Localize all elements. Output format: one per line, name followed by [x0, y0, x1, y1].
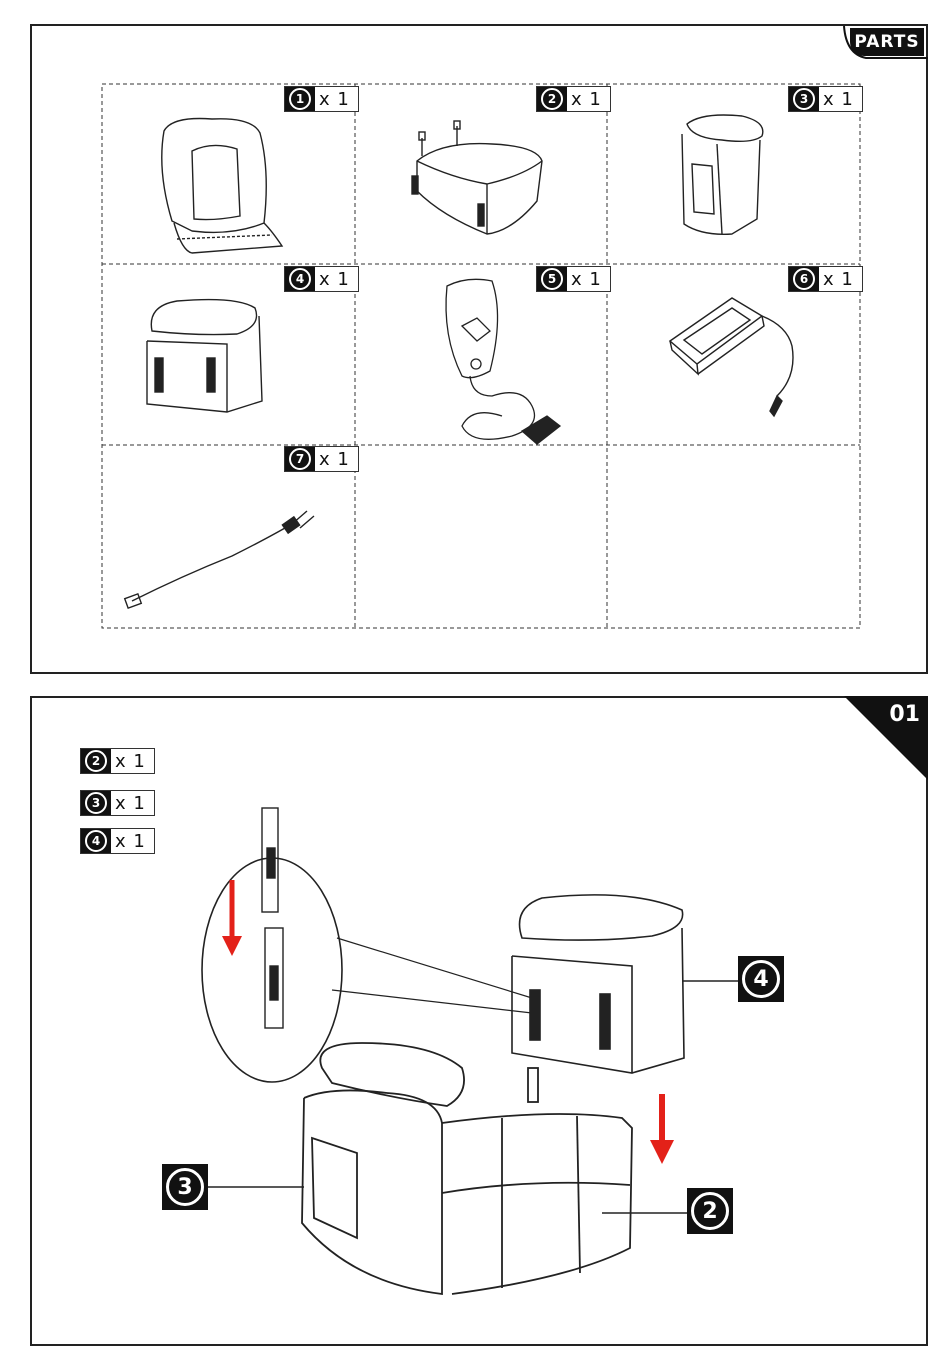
armrest-side-icon [662, 104, 782, 244]
power-cord-icon [122, 496, 322, 616]
part-badge-1: 1 x 1 [284, 86, 359, 112]
seat-back-cushion-icon [152, 111, 312, 261]
hand-controller-icon [432, 276, 582, 456]
callout-4: 4 [738, 956, 784, 1002]
step-panel: 01 2 x 1 3 x 1 4 x 1 [30, 696, 928, 1346]
part-badge-3: 3 x 1 [788, 86, 863, 112]
assembly-illustration [32, 698, 930, 1348]
down-arrow-left [222, 880, 242, 956]
backrest-with-brackets-icon [137, 286, 277, 426]
seat-base-unit-icon [402, 116, 572, 246]
down-arrow-right [650, 1094, 674, 1164]
bracket-detail-ellipse [202, 808, 342, 1082]
parts-panel: PARTS 1 x 1 2 x 1 3 x 1 4 x 1 5 x 1 6 x … [30, 24, 928, 674]
callout-2: 2 [687, 1188, 733, 1234]
backrest-part [512, 895, 684, 1073]
part-badge-4: 4 x 1 [284, 266, 359, 292]
power-adapter-icon [662, 286, 832, 426]
seat-assembly [302, 1043, 632, 1294]
part-badge-7: 7 x 1 [284, 446, 359, 472]
callout-3: 3 [162, 1164, 208, 1210]
part-badge-2: 2 x 1 [536, 86, 611, 112]
